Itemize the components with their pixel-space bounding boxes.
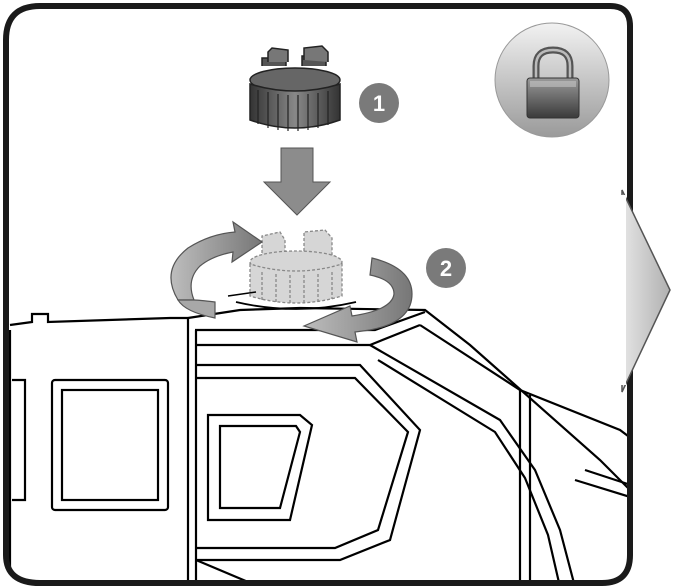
cap-part	[249, 45, 341, 131]
lock-icon	[494, 22, 610, 138]
machine-line-art	[8, 306, 630, 583]
step-number-2: 2	[440, 256, 452, 281]
step-number-1: 1	[373, 91, 385, 116]
cap-placed-ghost	[249, 229, 343, 304]
panel-frame	[3, 3, 633, 586]
down-arrow-icon	[262, 147, 332, 216]
next-arrow-icon[interactable]	[616, 189, 671, 393]
step-badge-2: 2	[426, 248, 466, 288]
rotate-arrows-icon	[170, 220, 413, 343]
step-badge-1: 1	[359, 83, 399, 123]
